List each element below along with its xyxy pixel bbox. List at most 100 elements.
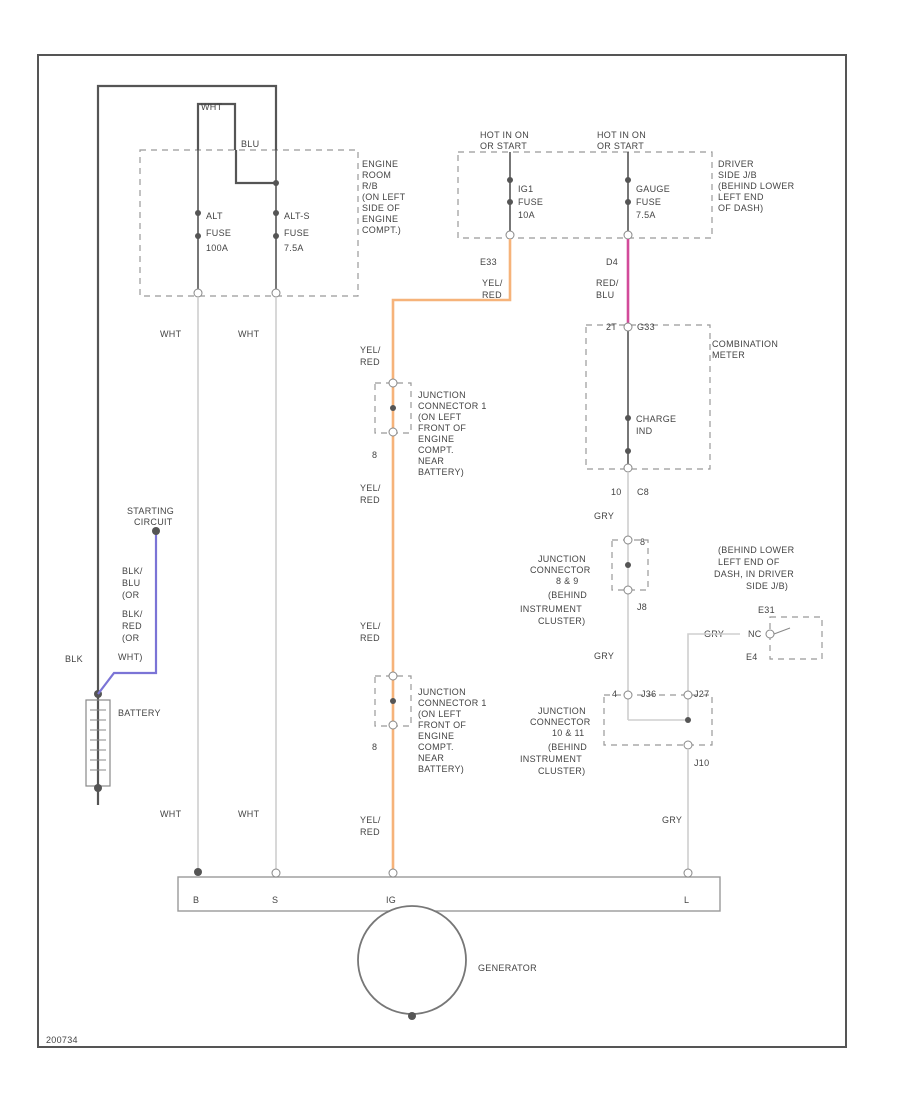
svg-text:7.5A: 7.5A xyxy=(636,210,656,220)
svg-text:RED: RED xyxy=(122,621,142,631)
driver-jb-box xyxy=(457,151,713,239)
svg-text:(OR: (OR xyxy=(122,633,140,643)
fuse-bridge-wire xyxy=(234,150,276,185)
meter-bottom-pin-1: 10 xyxy=(611,487,622,497)
svg-text:COMPT.: COMPT. xyxy=(418,742,454,752)
svg-text:FRONT OF: FRONT OF xyxy=(418,423,466,433)
meter-pin-bottom xyxy=(623,463,633,473)
svg-text:ENGINE: ENGINE xyxy=(362,159,398,169)
svg-text:OR START: OR START xyxy=(597,141,644,151)
yel-red-wire xyxy=(391,239,512,873)
svg-text:CIRCUIT: CIRCUIT xyxy=(134,517,173,527)
svg-text:FUSE: FUSE xyxy=(636,197,661,207)
svg-text:RED: RED xyxy=(360,495,380,505)
svg-text:RED: RED xyxy=(360,827,380,837)
yel-red-color-1: YEL/ RED xyxy=(360,345,381,367)
jc1011-pin-c xyxy=(683,740,693,750)
wire-color-wht-4: WHT xyxy=(238,809,260,819)
svg-text:CONNECTOR: CONNECTOR xyxy=(530,717,591,727)
jc1011-pin-a-label: 4 xyxy=(612,689,617,699)
jc1011-pin-b xyxy=(683,690,693,700)
svg-text:FUSE: FUSE xyxy=(518,197,543,207)
jc89-pin-bottom xyxy=(623,585,633,595)
starting-circuit-node xyxy=(152,527,160,535)
yel-red-color-3: YEL/ RED xyxy=(360,621,381,643)
battery-label: BATTERY xyxy=(118,708,161,718)
jc89-pin-top-label: 8 xyxy=(640,537,645,547)
svg-text:CLUSTER): CLUSTER) xyxy=(538,766,585,776)
jumper-wire-color-2: BLU xyxy=(241,139,259,149)
alt-fuse: ALT FUSE 100A xyxy=(193,150,231,298)
gauge-fuse: GAUGE FUSE 7.5A xyxy=(623,152,670,240)
charge-indicator-label: CHARGE IND xyxy=(636,414,676,436)
junction-connector-8-9-label: JUNCTION CONNECTOR 8 & 9 (BEHIND INSTRUM… xyxy=(520,554,590,626)
generator-ground-node xyxy=(408,1012,416,1020)
wire-color-gry-1: GRY xyxy=(594,511,614,521)
battery-symbol xyxy=(85,690,111,792)
svg-text:(BEHIND LOWER: (BEHIND LOWER xyxy=(718,181,795,191)
nc-label: NC xyxy=(748,629,762,639)
gen-terminal-l: L xyxy=(684,895,689,905)
combination-meter-label: COMBINATION METER xyxy=(712,339,778,360)
e4-pin-label: E4 xyxy=(746,652,758,662)
svg-text:INSTRUMENT: INSTRUMENT xyxy=(520,754,582,764)
yel-red-color-4: YEL/ RED xyxy=(360,815,381,837)
jumper-wire-color: WHT xyxy=(201,102,223,112)
svg-text:BLK/: BLK/ xyxy=(122,566,143,576)
svg-text:10A: 10A xyxy=(518,210,535,220)
wire-color-wht-1: WHT xyxy=(160,329,182,339)
svg-text:METER: METER xyxy=(712,350,745,360)
gry-wire-nc xyxy=(687,633,740,720)
svg-text:JUNCTION: JUNCTION xyxy=(538,706,586,716)
jc1011-pin-d-label: J10 xyxy=(694,758,709,768)
svg-text:RED: RED xyxy=(482,290,502,300)
meter-top-pin-2: G33 xyxy=(637,322,655,332)
svg-text:BLU: BLU xyxy=(122,578,140,588)
svg-text:(ON LEFT: (ON LEFT xyxy=(418,412,462,422)
svg-text:IG1: IG1 xyxy=(518,184,533,194)
junction-connector-10-11-label: JUNCTION CONNECTOR 10 & 11 (BEHIND INSTR… xyxy=(520,706,591,776)
wire-color-wht-2: WHT xyxy=(238,329,260,339)
svg-text:GAUGE: GAUGE xyxy=(636,184,670,194)
fuse-jumper-wire xyxy=(196,102,237,150)
svg-text:(BEHIND: (BEHIND xyxy=(548,590,587,600)
gen-terminal-ig-pin xyxy=(388,868,398,878)
wire-color-gry-2: GRY xyxy=(594,651,614,661)
svg-text:WHT): WHT) xyxy=(118,652,143,662)
gen-terminal-b-node xyxy=(194,868,202,876)
svg-text:SIDE J/B): SIDE J/B) xyxy=(746,581,788,591)
combination-meter-box xyxy=(585,324,711,470)
svg-text:COMPT.): COMPT.) xyxy=(362,225,401,235)
behind-lower-box xyxy=(769,616,823,660)
svg-text:CLUSTER): CLUSTER) xyxy=(538,616,585,626)
svg-text:CHARGE: CHARGE xyxy=(636,414,676,424)
svg-text:100A: 100A xyxy=(206,243,228,253)
jc1011-node xyxy=(685,717,691,723)
svg-text:JUNCTION: JUNCTION xyxy=(418,687,466,697)
meter-pin-top xyxy=(623,322,633,332)
junction-lower-node xyxy=(390,698,396,704)
svg-text:7.5A: 7.5A xyxy=(284,243,304,253)
alt-s-fuse: ALT-S FUSE 7.5A xyxy=(271,150,310,298)
diagram-frame xyxy=(37,54,847,1048)
svg-text:DRIVER: DRIVER xyxy=(718,159,754,169)
svg-text:ALT-S: ALT-S xyxy=(284,211,310,221)
svg-text:10 & 11: 10 & 11 xyxy=(552,728,584,738)
svg-text:SIDE J/B: SIDE J/B xyxy=(718,170,757,180)
jc1011-pin-b-label: J36 xyxy=(641,689,656,699)
svg-text:(OR: (OR xyxy=(122,590,140,600)
svg-text:NEAR: NEAR xyxy=(418,753,444,763)
yel-red-color-2: YEL/ RED xyxy=(360,483,381,505)
jc1011-pin-c-label: J27 xyxy=(694,689,709,699)
svg-text:FRONT OF: FRONT OF xyxy=(418,720,466,730)
svg-text:YEL/: YEL/ xyxy=(360,815,381,825)
ig1-fuse: IG1 FUSE 10A xyxy=(505,152,543,240)
junction-connector-lower-label: JUNCTION CONNECTOR 1 (ON LEFT FRONT OF E… xyxy=(418,687,486,774)
svg-text:NEAR: NEAR xyxy=(418,456,444,466)
junction-upper-pin-top xyxy=(388,378,398,388)
svg-text:LEFT END: LEFT END xyxy=(718,192,764,202)
charge-ind-node-top xyxy=(625,415,631,421)
gen-terminal-b: B xyxy=(193,895,199,905)
svg-text:BLK/: BLK/ xyxy=(122,609,143,619)
